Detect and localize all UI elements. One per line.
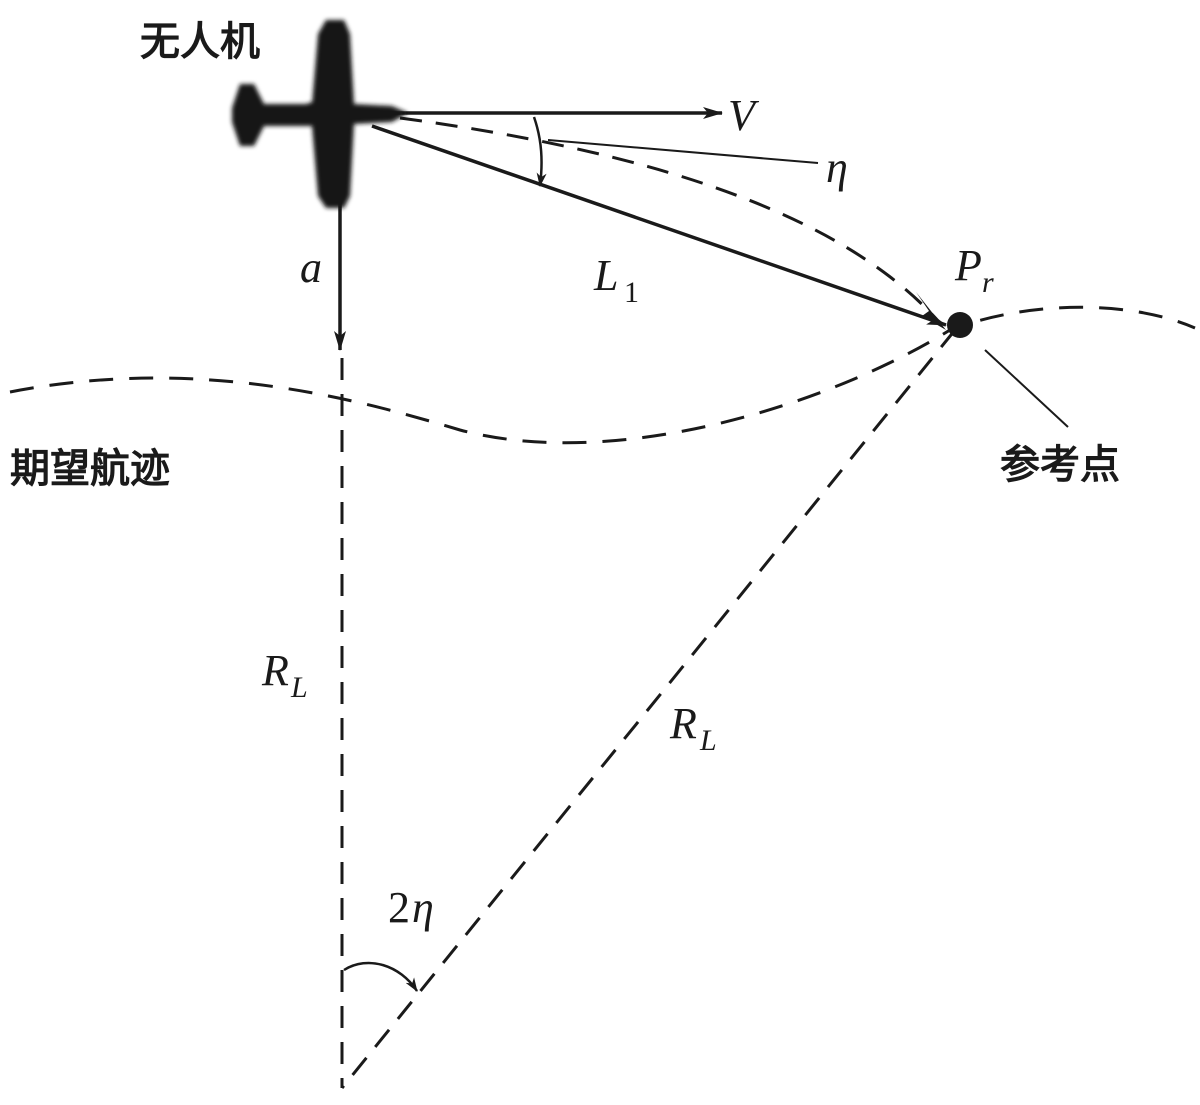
predicted-trajectory-curve — [399, 116, 942, 324]
l1-label-sub: 1 — [624, 276, 639, 309]
eta-angle-arc — [532, 116, 547, 187]
eta-label: η — [826, 143, 848, 192]
reference-point-label: 参考点 — [1000, 442, 1120, 488]
reference-point-dot — [947, 312, 973, 338]
airplane-silhouette-icon — [232, 20, 408, 208]
rl-diagonal-label-sub: L — [699, 724, 717, 757]
pr-label: P r — [954, 241, 994, 299]
reference-point-leader — [984, 349, 1069, 428]
two-eta-label-sym: η — [412, 883, 434, 932]
rl-diagonal-label: R L — [669, 699, 717, 757]
l1-vector — [371, 124, 947, 327]
rl-left-label: R L — [261, 646, 308, 704]
two-eta-label-coef: 2 — [388, 883, 410, 932]
rl-diagonal-line — [340, 329, 957, 1089]
rl-diagonal-label-main: R — [669, 699, 697, 748]
rl-left-label-sub: L — [290, 671, 308, 704]
velocity-label: V — [728, 91, 760, 140]
rl-left-label-main: R — [261, 646, 289, 695]
eta-leader-line — [547, 139, 819, 164]
l1-label: L 1 — [593, 251, 639, 309]
pr-label-main: P — [954, 241, 982, 290]
uav-label: 无人机 — [140, 19, 260, 65]
pr-label-sub: r — [982, 266, 994, 299]
desired-path-label: 期望航迹 — [10, 446, 170, 492]
two-eta-label: 2 η — [388, 883, 434, 932]
two-eta-angle-arc — [343, 961, 419, 992]
desired-path-curve — [9, 305, 1196, 445]
accel-label: a — [300, 243, 322, 292]
l1-label-main: L — [593, 251, 618, 300]
